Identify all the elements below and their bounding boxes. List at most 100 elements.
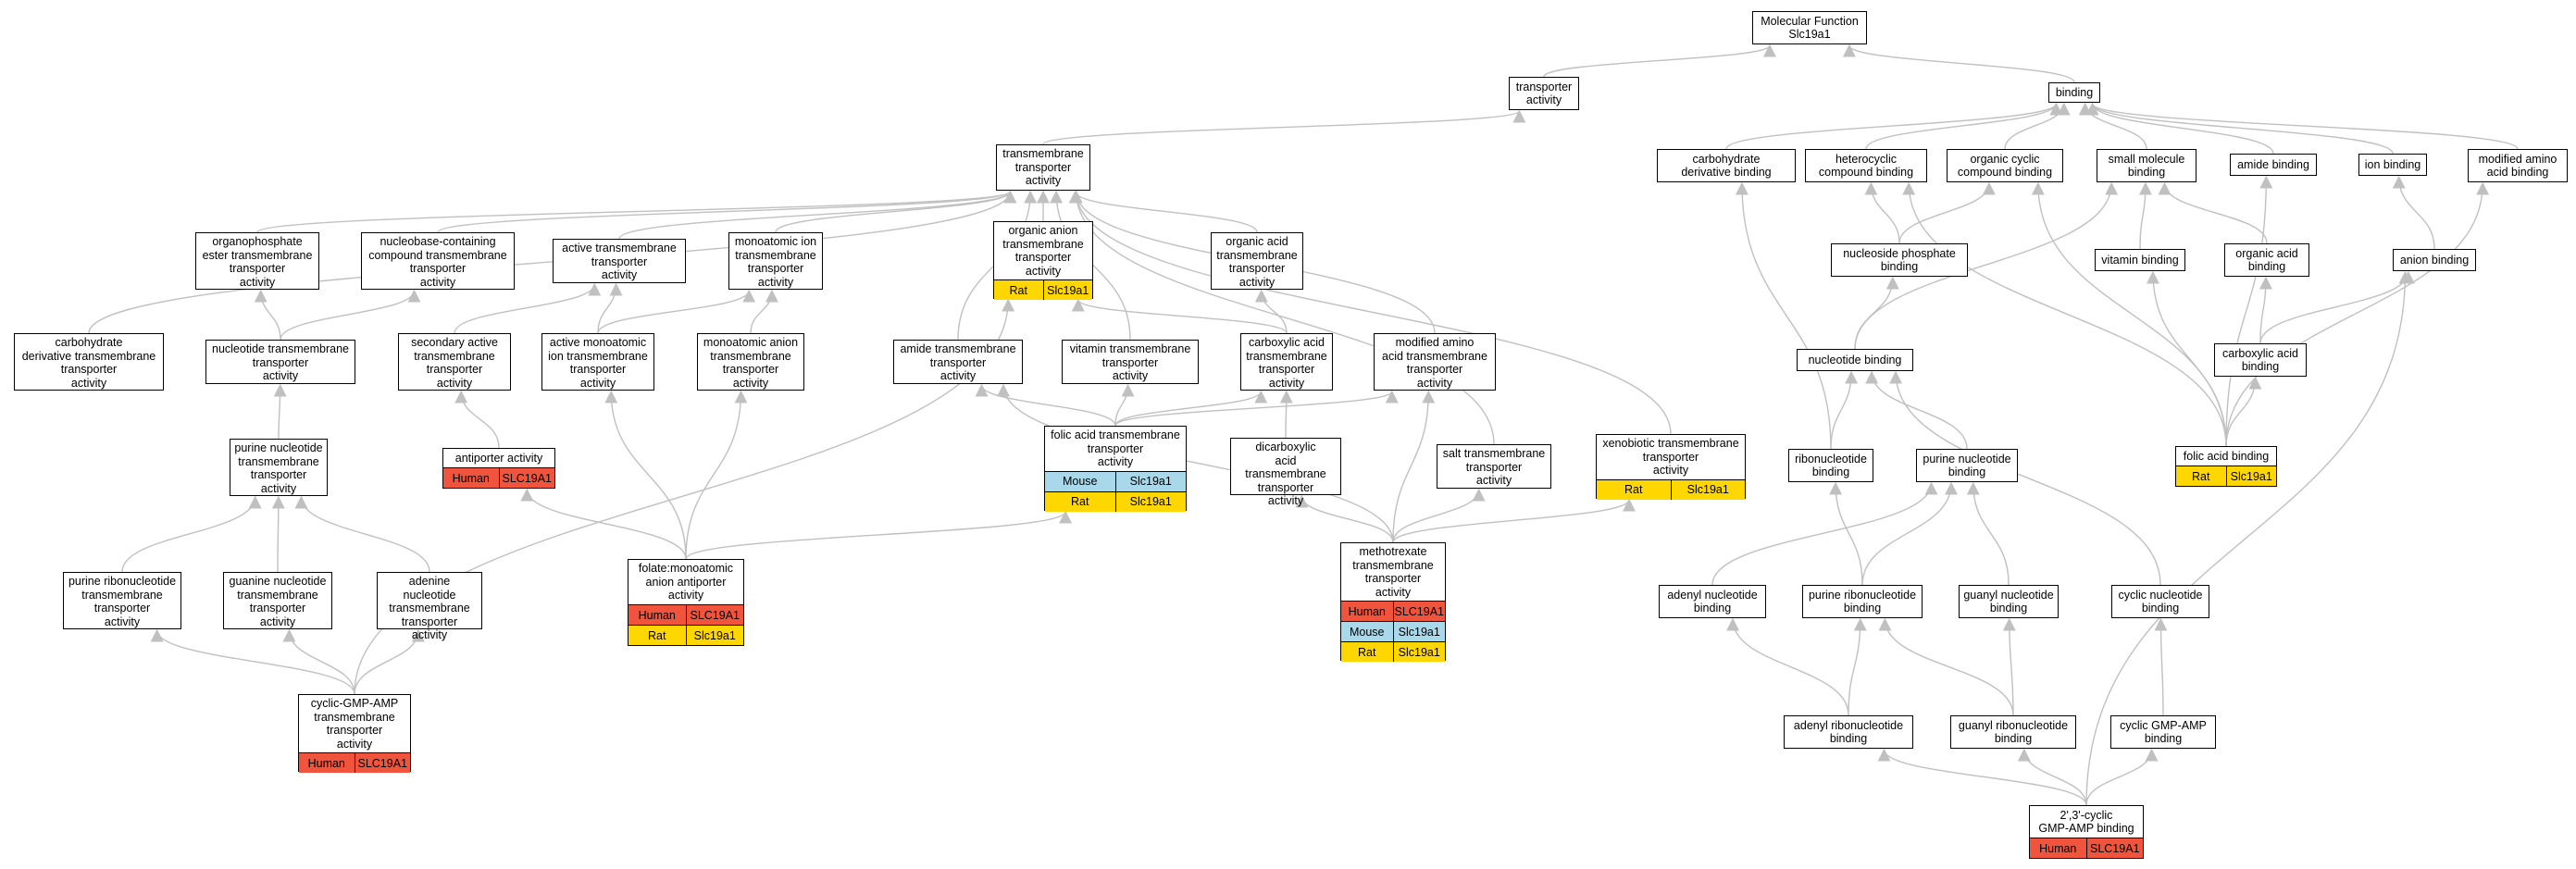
- go-term-adenine-nucleotide-tt[interactable]: adenine nucleotide transmembrane transpo…: [377, 572, 482, 641]
- go-term-cyclic-gmp-amp-tt[interactable]: cyclic-GMP-AMP transmembrane transporter…: [298, 694, 411, 773]
- is-a-edge: [1861, 481, 1959, 586]
- go-term-transporter-activity[interactable]: transporter activity: [1509, 77, 1579, 110]
- is-a-edge: [282, 628, 355, 695]
- go-term-active-monoatomic-ion-tt[interactable]: active monoatomic ion transmembrane tran…: [541, 333, 654, 391]
- go-term-label: active monoatomic ion transmembrane tran…: [548, 336, 648, 390]
- go-term-purine-ribonucleotide-tt[interactable]: purine ribonucleotide transmembrane tran…: [63, 572, 181, 629]
- is-a-edge: [256, 190, 1016, 233]
- is-a-edge: [975, 383, 1116, 427]
- go-term-dicarboxylic-acid-tt[interactable]: dicarboxylic acid transmembrane transpor…: [1230, 438, 1341, 507]
- species-name: Rat: [2192, 469, 2210, 483]
- is-a-edge: [2146, 270, 2227, 447]
- gene-symbol: Slc19a1: [1114, 491, 1187, 512]
- species-name: Rat: [1624, 483, 1643, 496]
- go-term-label: monoatomic ion transmembrane transporter…: [734, 235, 817, 289]
- go-term-adenyl-nucleotide-binding[interactable]: adenyl nucleotide binding: [1659, 585, 1766, 618]
- go-term-organophosphate-ester-tt[interactable]: organophosphate ester transmembrane tran…: [195, 232, 319, 290]
- go-term-monoatomic-anion-tt[interactable]: monoatomic anion transmembrane transport…: [697, 333, 804, 391]
- is-a-edge: [1735, 181, 1832, 450]
- is-a-edge: [1848, 617, 1867, 716]
- go-term-heterocyclic-compound-binding[interactable]: heterocyclic compound binding: [1805, 149, 1927, 182]
- go-term-salt-tt[interactable]: salt transmembrane transporter activity: [1437, 444, 1551, 489]
- gene-symbol: SLC19A1: [354, 753, 411, 773]
- go-term-purine-ribonucleotide-binding[interactable]: purine ribonucleotide binding: [1802, 585, 1923, 618]
- go-term-cyclic-gmp-amp-binding[interactable]: cyclic GMP-AMP binding: [2110, 715, 2216, 749]
- go-term-active-tt[interactable]: active transmembrane transporter activit…: [553, 239, 686, 283]
- go-term-label: amide binding: [2237, 157, 2309, 171]
- go-term-molecular-function[interactable]: Molecular Function Slc19a1: [1752, 11, 1867, 44]
- is-a-edge: [1254, 289, 1288, 334]
- go-term-folate-monoatomic-anion-antiporter[interactable]: folate:monoatomic anion antiporter activ…: [628, 559, 744, 646]
- go-term-carboxylic-acid-tt[interactable]: carboxylic acid transmembrane transporte…: [1240, 333, 1333, 391]
- is-a-edge: [685, 390, 748, 560]
- is-a-edge: [775, 190, 1017, 233]
- go-term-methotrexate-tt[interactable]: methotrexate transmembrane transporter a…: [1340, 542, 1446, 662]
- go-term-label: salt transmembrane transporter activity: [1442, 447, 1546, 487]
- go-term-nucleotide-tt[interactable]: nucleotide transmembrane transporter act…: [205, 340, 355, 384]
- is-a-edge: [1889, 370, 2161, 586]
- go-term-amide-binding[interactable]: amide binding: [2230, 154, 2317, 176]
- is-a-edge: [2225, 175, 2273, 447]
- gene-symbol: SLC19A1: [498, 468, 555, 488]
- go-term-ion-binding[interactable]: ion binding: [2358, 154, 2427, 176]
- gene-symbol: Slc19a1: [1114, 471, 1187, 491]
- go-term-nucleotide-binding[interactable]: nucleotide binding: [1797, 349, 1913, 371]
- go-term-purine-nucleotide-tt[interactable]: purine nucleotide transmembrane transpor…: [230, 439, 328, 496]
- go-term-guanine-nucleotide-tt[interactable]: guanine nucleotide transmembrane transpo…: [223, 572, 332, 629]
- is-a-edge: [2085, 270, 2412, 806]
- go-term-nucleobase-containing-tt[interactable]: nucleobase-containing compound transmemb…: [361, 232, 515, 290]
- is-a-edge: [121, 495, 262, 573]
- go-term-organic-cyclic-compound-binding[interactable]: organic cyclic compound binding: [1947, 149, 2063, 182]
- is-a-edge: [1902, 181, 2227, 447]
- is-a-edge: [294, 495, 430, 573]
- go-term-guanyl-nucleotide-binding[interactable]: guanyl nucleotide binding: [1959, 585, 2059, 618]
- go-term-organic-anion-tt[interactable]: organic anion transmembrane transporter …: [993, 221, 1093, 300]
- is-a-edge: [2017, 748, 2087, 806]
- is-a-edge: [597, 289, 756, 334]
- go-term-label: antiporter activity: [454, 451, 543, 465]
- go-term-organic-acid-binding[interactable]: organic acid binding: [2224, 243, 2309, 277]
- go-term-ribonucleotide-binding[interactable]: ribonucleotide binding: [1788, 449, 1873, 482]
- is-a-edge: [2085, 102, 2274, 155]
- gene-symbol: SLC19A1: [685, 605, 744, 625]
- go-term-modified-amino-acid-tt[interactable]: modified amino acid transmembrane transp…: [1374, 333, 1496, 391]
- go-term-carbohydrate-derivative-tt[interactable]: carbohydrate derivative transmembrane tr…: [14, 333, 164, 391]
- is-a-edge: [354, 628, 425, 695]
- go-term-label: ribonucleotide binding: [1795, 452, 1867, 479]
- go-term-transmembrane-transporter-activity[interactable]: transmembrane transporter activity: [996, 144, 1090, 191]
- is-a-edge: [2154, 617, 2168, 716]
- go-term-modified-amino-acid-binding[interactable]: modified amino acid binding: [2468, 149, 2568, 182]
- go-term-binding[interactable]: binding: [2048, 82, 2100, 103]
- go-term-small-molecule-binding[interactable]: small molecule binding: [2097, 149, 2196, 182]
- go-term-carboxylic-acid-binding[interactable]: carboxylic acid binding: [2214, 343, 2307, 377]
- go-term-organic-acid-tt[interactable]: organic acid transmembrane transporter a…: [1211, 232, 1303, 290]
- is-a-edge: [997, 383, 1394, 543]
- go-term-vitamin-binding[interactable]: vitamin binding: [2095, 249, 2185, 271]
- go-term-amide-tt[interactable]: amide transmembrane transporter activity: [893, 340, 1023, 384]
- go-term-nucleoside-phosphate-binding[interactable]: nucleoside phosphate binding: [1831, 243, 1968, 277]
- go-term-guanyl-ribonucleotide-binding[interactable]: guanyl ribonucleotide binding: [1950, 715, 2076, 749]
- go-term-secondary-active-tt[interactable]: secondary active transmembrane transport…: [398, 333, 511, 391]
- go-term-cyclic-nucleotide-binding[interactable]: cyclic nucleotide binding: [2111, 585, 2209, 618]
- go-term-xenobiotic-tt[interactable]: xenobiotic transmembrane transporter act…: [1596, 434, 1746, 500]
- go-term-label: heterocyclic compound binding: [1818, 152, 1914, 180]
- go-term-monoatomic-ion-tt[interactable]: monoatomic ion transmembrane transporter…: [728, 232, 823, 290]
- go-term-carbohydrate-derivative-binding[interactable]: carbohydrate derivative binding: [1657, 149, 1796, 182]
- go-term-label: 2',3'-cyclic GMP-AMP binding: [2038, 808, 2134, 836]
- is-a-edge: [1114, 390, 1268, 427]
- go-term-folic-acid-tt[interactable]: folic acid transmembrane transporter act…: [1044, 426, 1187, 512]
- go-term-vitamin-tt[interactable]: vitamin transmembrane transporter activi…: [1062, 340, 1199, 384]
- gene-symbol: SLC19A1: [2085, 838, 2144, 858]
- go-term-purine-nucleotide-binding[interactable]: purine nucleotide binding: [1916, 449, 2018, 482]
- go-term-adenyl-ribonucleotide-binding[interactable]: adenyl ribonucleotide binding: [1784, 715, 1913, 749]
- go-term-label: organic acid transmembrane transporter a…: [1216, 235, 1298, 289]
- go-term-anion-binding[interactable]: anion binding: [2393, 249, 2476, 271]
